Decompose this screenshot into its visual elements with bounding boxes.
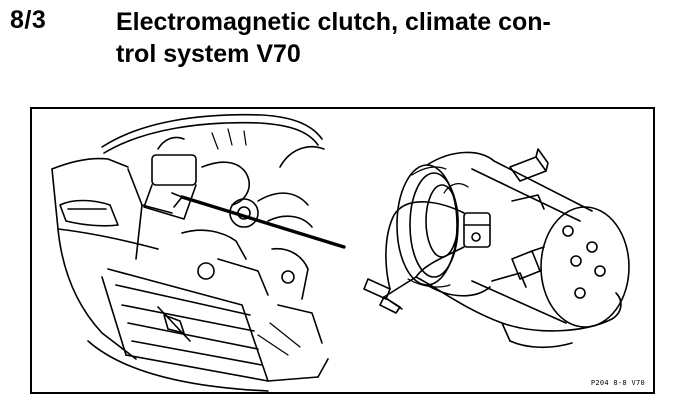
ac-compressor-clutch-icon bbox=[363, 148, 630, 349]
figure-frame: P204 8-8 V70 bbox=[30, 107, 655, 394]
illustration bbox=[51, 113, 630, 392]
figure-code: P204 8-8 V70 bbox=[590, 379, 645, 387]
section-number: 8/3 bbox=[10, 6, 47, 34]
page-title-line-1: Electromagnetic clutch, climate con- bbox=[116, 8, 551, 36]
page-title: Electromagnetic clutch, climate con- tro… bbox=[116, 6, 676, 70]
engine-bay-icon bbox=[51, 113, 329, 392]
page-title-line-2: trol system V70 bbox=[116, 40, 301, 68]
leader-line bbox=[171, 192, 346, 249]
